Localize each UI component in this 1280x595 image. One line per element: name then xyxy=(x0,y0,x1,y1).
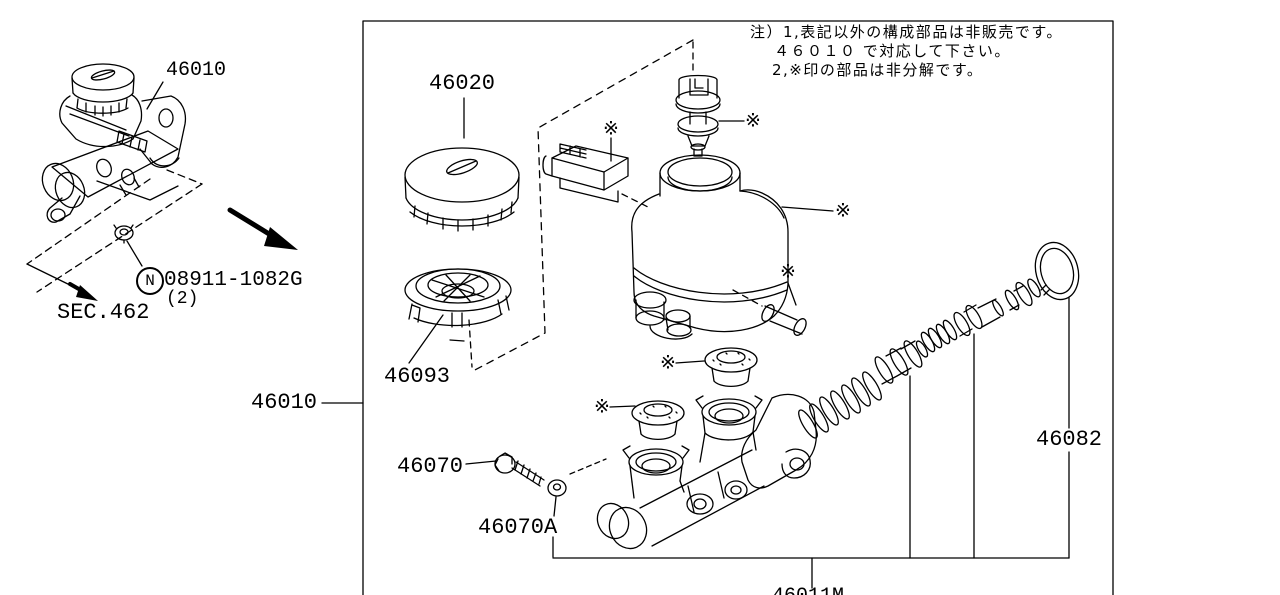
projection-lines-and-nut xyxy=(26,81,298,301)
label-nut-quantity: (2) xyxy=(166,289,199,309)
label-46020-cap[interactable]: 46020 xyxy=(429,71,496,96)
ref-mark-connector: ※ xyxy=(603,117,619,140)
connector-drawing xyxy=(542,137,651,209)
bolt-washer-drawing xyxy=(465,452,607,558)
label-08911-1082G-nut[interactable]: 08911-1082G xyxy=(164,269,303,292)
label-46011M-bottom-clipped[interactable]: 46011M xyxy=(772,587,844,595)
label-46070-bolt[interactable]: 46070 xyxy=(397,454,464,479)
strainer-46093-drawing xyxy=(404,268,512,368)
detail-box-outline xyxy=(362,20,1114,595)
note-line-3: 2,※印の部品は非分解です。 xyxy=(772,61,984,79)
note-line-1: 注）1,表記以外の構成部品は非販売です。 xyxy=(750,23,1063,41)
note-line-2: ４６０１０ で対応して下さい。 xyxy=(774,42,1011,60)
grommet-drawings xyxy=(609,347,758,440)
ref-mark-tank: ※ xyxy=(835,199,851,222)
label-46093-strainer[interactable]: 46093 xyxy=(384,364,451,389)
float-sensor-drawing xyxy=(675,74,745,157)
cylinder-body-drawing xyxy=(596,393,817,550)
pin-drawing xyxy=(761,282,807,336)
cap-46020-drawing xyxy=(404,97,520,232)
ref-mark-pin: ※ xyxy=(780,260,796,283)
dashed-divider xyxy=(472,39,694,372)
reservoir-tank-drawing xyxy=(631,154,834,340)
leader-lines xyxy=(552,297,1070,589)
nut-prefix-circle: N xyxy=(136,267,164,295)
label-46010-assembly[interactable]: 46010 xyxy=(166,59,227,82)
ref-mark-grommet-upper: ※ xyxy=(660,351,676,374)
label-sec-462[interactable]: SEC.462 xyxy=(57,300,150,325)
label-46082-piston-kit[interactable]: 46082 xyxy=(1034,427,1105,452)
piston-kit-drawing xyxy=(798,241,1080,439)
assembled-master-cylinder-drawing xyxy=(41,63,187,223)
ref-mark-grommet-lower: ※ xyxy=(594,395,610,418)
ref-mark-float: ※ xyxy=(745,109,761,132)
label-46010-box-ref[interactable]: 46010 xyxy=(251,390,318,415)
label-46070A-washer[interactable]: 46070A xyxy=(478,515,558,540)
